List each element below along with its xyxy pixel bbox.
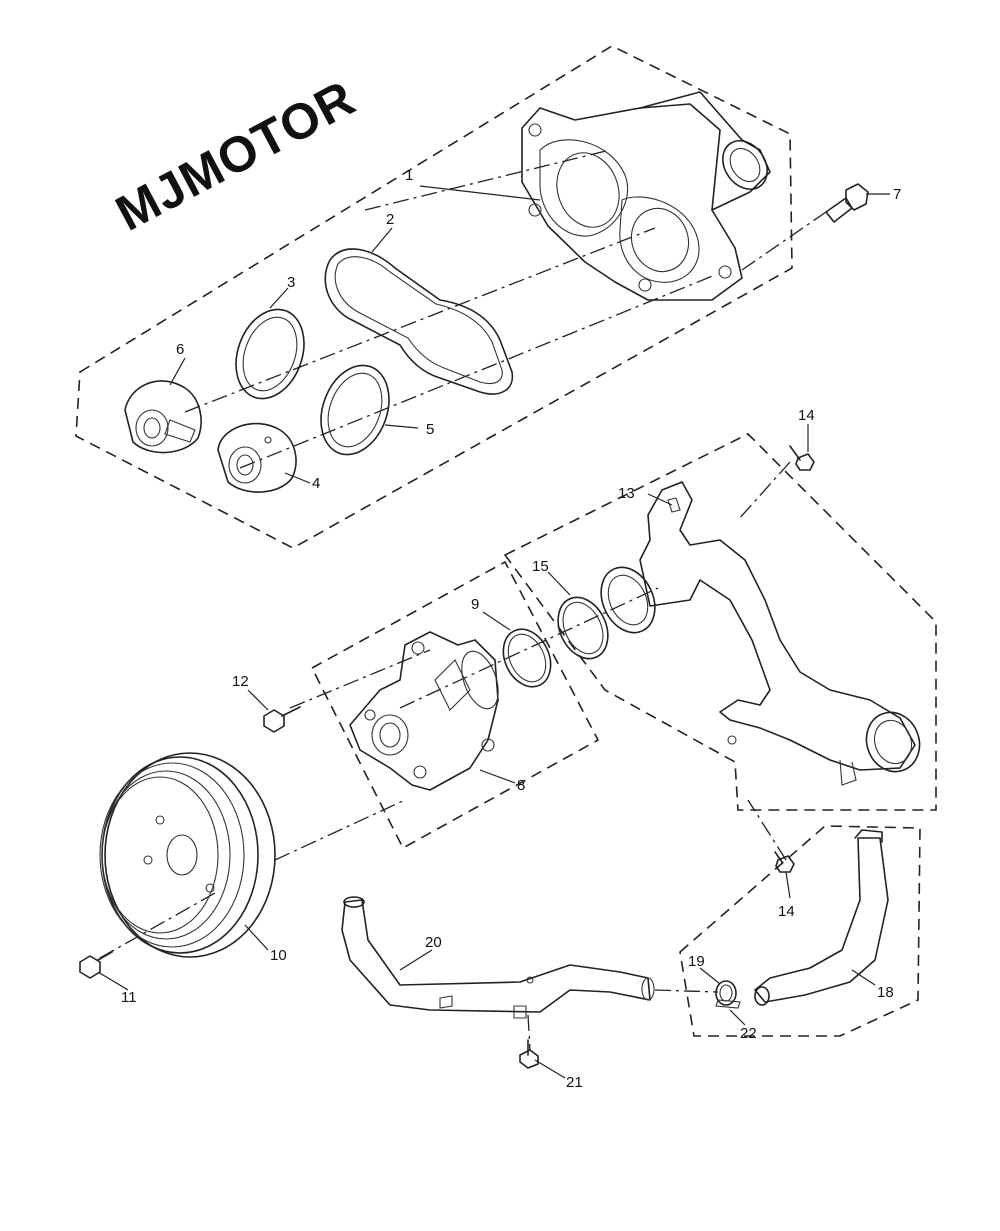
callout-21: 21 bbox=[566, 1074, 583, 1091]
pulley-bolt bbox=[79, 951, 113, 979]
callout-leaders bbox=[97, 185, 890, 1079]
assembly-axis-line bbox=[274, 799, 406, 861]
bypass-hose-assembly-boundary bbox=[679, 825, 921, 1037]
thermostat-seal-ring-lower bbox=[320, 364, 390, 456]
callout-20: 20 bbox=[425, 934, 442, 951]
thermostat-upper bbox=[124, 380, 202, 454]
assembly-axis-line bbox=[737, 461, 791, 521]
callout-9: 9 bbox=[471, 596, 479, 613]
callout-2: 2 bbox=[386, 211, 394, 228]
assembly-axis-line bbox=[654, 989, 719, 993]
coolant-outlet-pipe bbox=[600, 481, 921, 786]
thermostat-housing-assembly-boundary bbox=[75, 45, 793, 549]
water-inlet-pipe bbox=[341, 896, 655, 1019]
pump-seal-ring bbox=[502, 628, 552, 688]
callout-15: 15 bbox=[532, 558, 549, 575]
callout-19: 19 bbox=[688, 953, 705, 970]
brand-watermark: MJMOTOR bbox=[107, 69, 364, 241]
thermostat-housing bbox=[521, 91, 771, 301]
assembly-axis-line bbox=[99, 892, 216, 959]
callout-11: 11 bbox=[121, 989, 137, 1006]
thermostat-lower bbox=[217, 422, 297, 493]
assembly-axis-line bbox=[184, 227, 656, 413]
water-pump bbox=[349, 631, 499, 791]
water-pump-assembly-boundary bbox=[310, 560, 600, 850]
coolant-pipe-assembly-boundary bbox=[503, 433, 937, 811]
callout-labels: 1 2 3 4 5 6 7 8 9 10 11 12 13 14 14 15 1… bbox=[121, 167, 901, 1091]
callout-4: 4 bbox=[312, 475, 320, 492]
callout-22: 22 bbox=[740, 1025, 757, 1042]
pump-bolt bbox=[263, 706, 301, 733]
water-pipe-bolt bbox=[519, 1039, 539, 1069]
assembly-axis-line bbox=[747, 799, 787, 861]
assembly-axis-line bbox=[364, 149, 611, 211]
callout-3: 3 bbox=[287, 274, 295, 291]
callout-5: 5 bbox=[426, 421, 434, 438]
pipe-seal-ring bbox=[557, 596, 609, 660]
callout-14-lower: 14 bbox=[778, 903, 795, 920]
callout-10: 10 bbox=[270, 947, 287, 964]
callout-12: 12 bbox=[232, 673, 249, 690]
callout-14-upper: 14 bbox=[798, 407, 815, 424]
assembly-axis-line bbox=[741, 211, 827, 271]
callout-13: 13 bbox=[618, 485, 635, 502]
callout-7: 7 bbox=[893, 186, 901, 203]
callout-1: 1 bbox=[405, 167, 413, 184]
housing-gasket bbox=[324, 248, 514, 395]
water-pump-pulley bbox=[99, 752, 276, 958]
pipe-bolt-upper bbox=[789, 445, 815, 471]
assembly-axis-line bbox=[239, 274, 716, 469]
pipe-bolt-lower bbox=[774, 851, 795, 873]
brand-watermark-text: MJMOTOR bbox=[107, 69, 364, 241]
thermostat-seal-ring-upper bbox=[235, 308, 305, 400]
callout-8: 8 bbox=[517, 777, 525, 794]
callout-18: 18 bbox=[877, 984, 894, 1001]
assembly-axis-line bbox=[399, 587, 659, 709]
bypass-hose bbox=[754, 829, 889, 1006]
assembly-axis-line bbox=[289, 649, 431, 709]
assembly-axis-line bbox=[527, 1014, 531, 1051]
hose-clamp bbox=[715, 980, 741, 1009]
callout-6: 6 bbox=[176, 341, 184, 358]
housing-bolt bbox=[825, 183, 869, 223]
